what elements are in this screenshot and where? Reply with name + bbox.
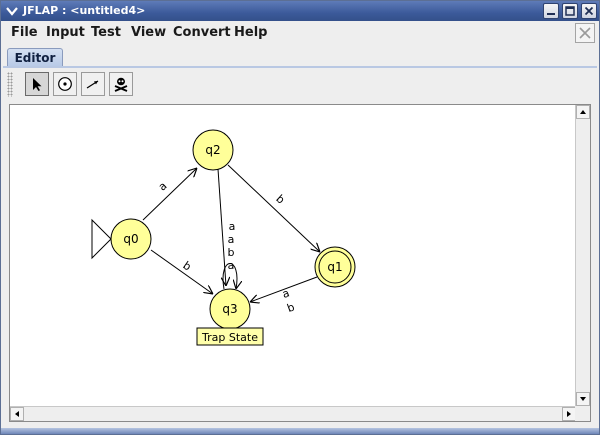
state-q1[interactable]: q1 (314, 246, 356, 288)
state-q0[interactable]: q0 (110, 218, 152, 260)
transition-label-q0-q2[interactable]: a (156, 179, 170, 193)
menu-test[interactable]: Test (91, 25, 121, 40)
automaton-canvas[interactable]: a b b a a b a b a q2 q0 (10, 105, 576, 406)
attribute-editor-tool-button[interactable] (25, 72, 49, 96)
tab-editor[interactable]: Editor (7, 48, 63, 67)
toolbar (5, 69, 595, 101)
maximize-button[interactable] (562, 3, 578, 19)
tab-panel-divider (3, 66, 597, 68)
transition-arrow-icon (86, 80, 99, 89)
transition-label-q2-q1[interactable]: b (273, 192, 287, 206)
state-label-q0: q0 (123, 232, 138, 246)
scroll-up-button[interactable] (576, 105, 590, 119)
minimize-button[interactable] (543, 3, 559, 19)
transition-q3-loop[interactable] (222, 263, 237, 290)
transition-creator-tool-button[interactable] (81, 72, 105, 96)
transition-q1-q3[interactable] (250, 276, 318, 302)
transition-q0-q3[interactable] (150, 249, 213, 294)
scroll-down-button[interactable] (576, 392, 590, 406)
close-window-button[interactable] (581, 3, 597, 19)
state-creator-tool-button[interactable] (53, 72, 77, 96)
window-title: JFLAP : <untitled4> (23, 4, 146, 17)
state-label-q3: q3 (222, 302, 237, 316)
minimize-icon (547, 13, 555, 15)
arrow-down-icon (580, 397, 586, 401)
arrow-pointer-icon (33, 78, 42, 91)
state-q2[interactable]: q2 (192, 129, 234, 171)
state-label-q1: q1 (327, 260, 342, 274)
scroll-left-button[interactable] (10, 407, 24, 421)
state-circle-icon (58, 77, 72, 91)
close-icon (584, 6, 594, 16)
transition-q2-q1[interactable] (227, 164, 320, 252)
transition-q2-q3[interactable] (217, 168, 226, 286)
transition-label-q2-q3[interactable]: a (229, 220, 236, 233)
menu-convert[interactable]: Convert (173, 25, 231, 40)
transition-label-loop-a1[interactable]: a (228, 233, 235, 246)
state-note-trap[interactable]: Trap State (196, 327, 264, 346)
state-label-q2: q2 (205, 143, 220, 157)
transition-q0-q2[interactable] (142, 168, 197, 221)
editor-canvas-frame: a b b a a b a b a q2 q0 (9, 104, 591, 422)
maximize-icon (565, 6, 575, 16)
tab-strip: Editor (1, 45, 599, 67)
skull-crossbones-icon (114, 77, 128, 92)
menu-file[interactable]: File (11, 25, 38, 40)
automaton-graph[interactable]: a b b a a b a b a q2 q0 (10, 105, 576, 406)
arrow-up-icon (580, 110, 586, 114)
transition-label-q0-q3[interactable]: b (180, 259, 193, 274)
state-q3[interactable]: q3 (209, 288, 251, 330)
initial-state-arrow (91, 218, 112, 260)
window-bottom-border (1, 428, 599, 434)
scroll-right-button[interactable] (562, 407, 576, 421)
toolbar-grip[interactable] (7, 72, 13, 97)
transition-label-loop-a2[interactable]: a (228, 259, 235, 272)
close-icon (579, 27, 591, 39)
transition-label-loop-b[interactable]: b (228, 246, 235, 259)
arrow-right-icon (567, 411, 571, 417)
horizontal-scrollbar[interactable] (10, 406, 576, 421)
transition-label-q1-q3-b[interactable]: b (285, 300, 296, 315)
menu-bar: File Input Test View Convert Help (1, 21, 599, 45)
close-tab-button[interactable] (575, 23, 595, 43)
scrollbar-corner (575, 406, 590, 421)
transition-label-q1-q3-a[interactable]: a (280, 286, 291, 301)
menu-input[interactable]: Input (46, 25, 85, 40)
state-note-text: Trap State (201, 331, 258, 344)
vertical-scrollbar[interactable] (575, 105, 590, 406)
arrow-left-icon (15, 411, 19, 417)
menu-help[interactable]: Help (234, 25, 268, 40)
menu-view[interactable]: View (131, 25, 167, 40)
window-menu-chevron-icon[interactable] (4, 3, 20, 19)
deleter-tool-button[interactable] (109, 72, 133, 96)
title-bar[interactable]: JFLAP : <untitled4> (1, 1, 599, 21)
